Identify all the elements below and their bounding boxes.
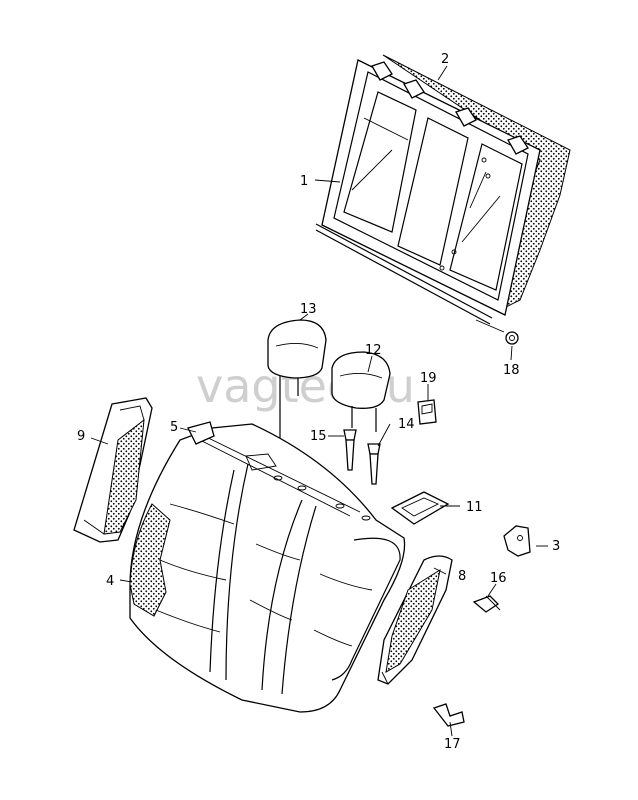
part-3-bracket <box>503 525 531 557</box>
callout-9: 9 <box>77 429 85 444</box>
leader-lines <box>90 65 548 737</box>
callout-11: 11 <box>466 500 483 515</box>
callout-4: 4 <box>106 574 114 589</box>
part-17-clip <box>432 703 465 727</box>
part-18-bolt <box>475 319 519 345</box>
part-9-side-bolster-left <box>73 397 153 543</box>
part-11-trim-bezel <box>390 491 450 525</box>
callout-8: 8 <box>458 569 466 584</box>
callout-2: 2 <box>441 52 449 67</box>
callout-15: 15 <box>310 429 327 444</box>
part-4-backrest-cushion-cover <box>129 423 406 713</box>
part-14-headrest-guide <box>367 443 381 485</box>
callout-1: 1 <box>300 174 308 189</box>
callout-14: 14 <box>398 417 415 432</box>
callout-5: 5 <box>170 420 178 435</box>
part-5-trim-clip <box>187 421 215 445</box>
part-1-backrest-frame <box>315 59 541 325</box>
part-13-headrest-left <box>267 319 327 446</box>
part-16-clip <box>472 595 501 613</box>
part-19-release-button <box>417 399 437 425</box>
callout-19: 19 <box>420 371 437 386</box>
callout-3: 3 <box>552 539 560 554</box>
part-12-headrest-right <box>331 351 391 432</box>
part-15-headrest-guide <box>343 429 357 471</box>
callout-13: 13 <box>300 302 317 317</box>
callout-16: 16 <box>490 571 507 586</box>
part-8-side-bolster-right <box>377 555 453 685</box>
callout-18: 18 <box>503 363 520 378</box>
callout-17: 17 <box>444 737 461 752</box>
callout-12: 12 <box>365 343 382 358</box>
